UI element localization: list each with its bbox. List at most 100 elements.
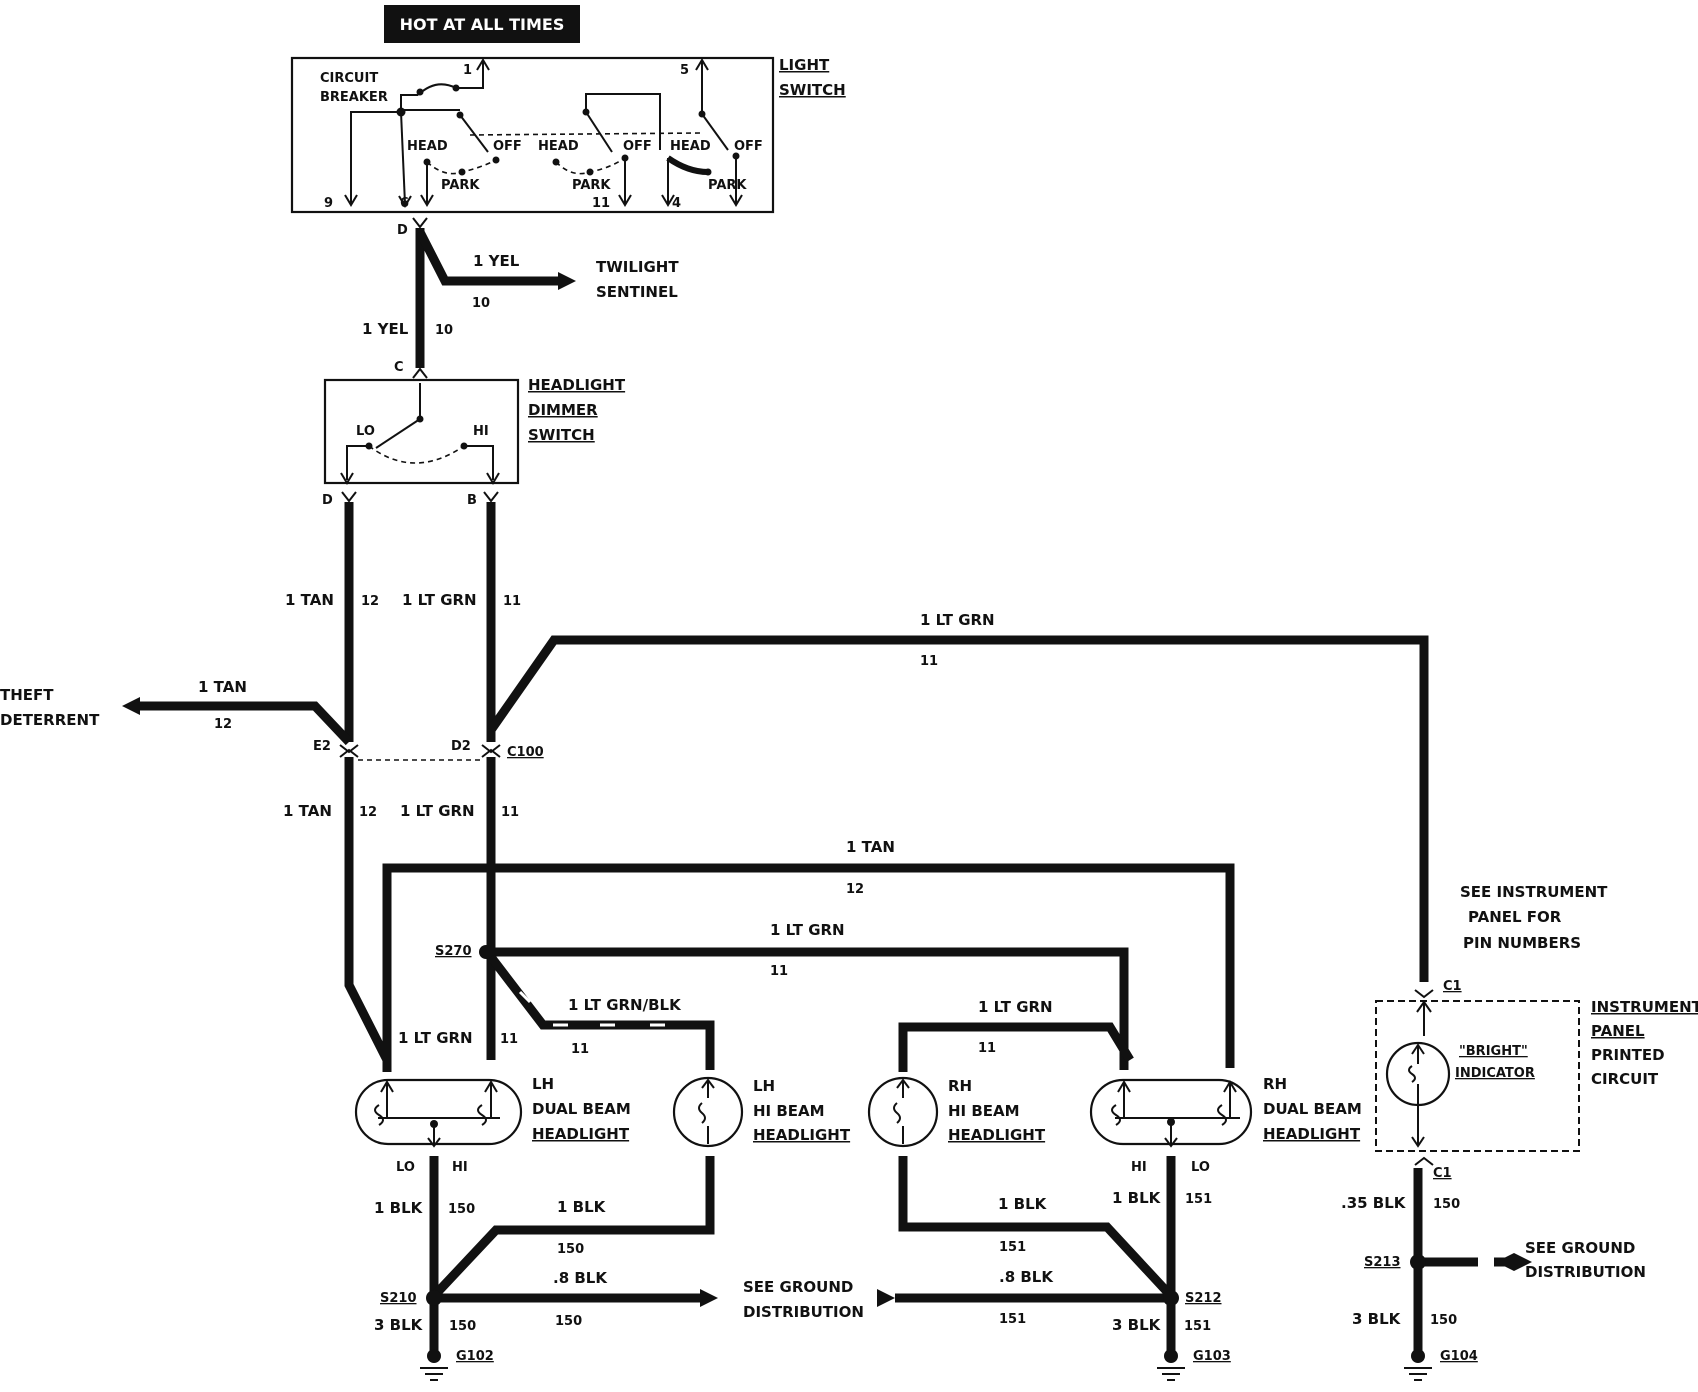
dimmer-lo-label: LO (356, 424, 375, 439)
dimmer-title-3: SWITCH (528, 426, 595, 444)
rh-hi-feed-circuit-label: 11 (978, 1041, 996, 1056)
feed-wires: 1 YEL 10 TWILIGHT SENTINEL 1 YEL 10 C (362, 228, 679, 379)
rh-hi-label-2: HI BEAM (948, 1102, 1020, 1120)
feed-wire-label: 1 YEL (362, 320, 409, 338)
twilight-circuit-label: 10 (472, 296, 490, 311)
s270-wire-label: 1 LT GRN (770, 921, 845, 939)
rh-dual-label-3: HEADLIGHT (1263, 1125, 1361, 1143)
twilight-sentinel-label-1: TWILIGHT (596, 258, 679, 276)
s213-splice (1410, 1254, 1426, 1270)
ip-g-circuit-label: 150 (1430, 1313, 1457, 1328)
ip-c1-bottom-label: C1 (1433, 1166, 1452, 1181)
lh-drop-wire-label: 1 LT GRN (398, 1029, 473, 1047)
instrument-note-1: SEE INSTRUMENT (1460, 883, 1608, 901)
park-label-2: PARK (572, 178, 611, 193)
light-switch-title-2: SWITCH (779, 81, 846, 99)
s212-label: S212 (1185, 1291, 1222, 1306)
top-route-wire-label: 1 LT GRN (920, 611, 995, 629)
theft-circuit-label: 12 (214, 717, 232, 732)
circuit-breaker-label-2: BREAKER (320, 90, 388, 105)
upper-grn-wire-label: 1 LT GRN (402, 591, 477, 609)
lh-hi-label-1: LH (753, 1077, 775, 1095)
right-gd-circuit-label: 151 (999, 1312, 1026, 1327)
right-g-circuit-label: 151 (1184, 1319, 1211, 1334)
rh-hi-beam-headlight: RH HI BEAM HEADLIGHT (867, 1076, 1046, 1148)
lh-dual-label-2: DUAL BEAM (532, 1100, 631, 1118)
lh-dual-hi-label: HI (452, 1160, 468, 1175)
grn-blk-wire-label: 1 LT GRN/BLK (568, 996, 682, 1014)
s212-splice (1163, 1290, 1179, 1306)
rh-dual-label-1: RH (1263, 1075, 1287, 1093)
right-blk-wire-label: 1 BLK (1112, 1189, 1162, 1207)
head-label-3: HEAD (670, 139, 711, 154)
rh-hi-label-3: HEADLIGHT (948, 1126, 1046, 1144)
left-g-circuit-label: 150 (449, 1319, 476, 1334)
feed-circuit-label: 10 (435, 323, 453, 338)
tan-route-wire-label: 1 TAN (846, 838, 895, 856)
ip-c1-top-label: C1 (1443, 979, 1462, 994)
upper-tan-wire-label: 1 TAN (285, 591, 334, 609)
rh-dual-label-2: DUAL BEAM (1263, 1100, 1362, 1118)
light-switch: CIRCUIT BREAKER 1 5 HEAD OFF PARK HEAD O… (290, 56, 846, 238)
dimmer-hi-label: HI (473, 424, 489, 439)
twilight-wire-label: 1 YEL (473, 252, 520, 270)
connector-c100: E2 D2 C100 (313, 739, 544, 761)
bright-indicator-label-1: "BRIGHT" (1459, 1044, 1528, 1059)
left-hi-wire-label: 1 BLK (557, 1198, 607, 1216)
bright-indicator-label-2: INDICATOR (1455, 1066, 1535, 1081)
rh-hi-label-1: RH (948, 1077, 972, 1095)
pin-1-label: 1 (463, 63, 472, 78)
right-hi-circuit-label: 151 (999, 1240, 1026, 1255)
ip-label-4: CIRCUIT (1591, 1070, 1659, 1088)
left-blk-wire-label: 1 BLK (374, 1199, 424, 1217)
tan-route-circuit-label: 12 (846, 882, 864, 897)
lh-dual-beam-headlight: LH DUAL BEAM HEADLIGHT LO HI (354, 1075, 631, 1175)
pin-9-label: 9 (324, 196, 333, 211)
ground-dist-right-label-1: SEE GROUND (1525, 1239, 1635, 1257)
dimmer-title-2: DIMMER (528, 401, 598, 419)
connector-d-label: D (397, 223, 408, 238)
left-blk-circuit-label: 150 (448, 1202, 475, 1217)
ip-ground-wire-label: .35 BLK (1341, 1194, 1407, 1212)
grn-blk-circuit-label: 11 (571, 1042, 589, 1057)
park-label-3: PARK (708, 178, 747, 193)
theft-deterrent: THEFT DETERRENT 1 TAN 12 (0, 678, 353, 746)
pin-11-label: 11 (592, 196, 610, 211)
right-ground-circuit: 1 BLK 151 1 BLK 151 S212 .8 BLK 151 3 BL… (877, 1156, 1231, 1381)
ground-dist-right-label-2: DISTRIBUTION (1525, 1263, 1646, 1281)
dimmer-conn-b-label: B (467, 493, 477, 508)
theft-label-2: DETERRENT (0, 711, 100, 729)
ground-dist-label-2: DISTRIBUTION (743, 1303, 864, 1321)
lh-drop-circuit-label: 11 (500, 1032, 518, 1047)
lower-wires: 1 TAN 12 1 LT GRN 11 1 TAN 12 S270 1 LT … (283, 757, 1235, 1072)
g102-label: G102 (456, 1349, 494, 1364)
c100-d2-label: D2 (451, 739, 471, 754)
pin-4-label: 4 (672, 196, 681, 211)
rh-dual-lo-label: LO (1191, 1160, 1210, 1175)
lh-hi-beam-headlight: LH HI BEAM HEADLIGHT (672, 1076, 851, 1148)
s213-label: S213 (1364, 1255, 1401, 1270)
ip-label-3: PRINTED (1591, 1046, 1665, 1064)
rh-hi-feed-wire-label: 1 LT GRN (978, 998, 1053, 1016)
park-label-1: PARK (441, 178, 480, 193)
theft-wire-label: 1 TAN (198, 678, 247, 696)
left-hi-circuit-label: 150 (557, 1242, 584, 1257)
c100-name-label: C100 (507, 745, 544, 760)
rh-dual-hi-label: HI (1131, 1160, 1147, 1175)
g103-label: G103 (1193, 1349, 1231, 1364)
connector-c-label: C (394, 360, 404, 375)
left-gd-circuit-label: 150 (555, 1314, 582, 1329)
instrument-note-2: PANEL FOR (1468, 908, 1562, 926)
right-blk-circuit-label: 151 (1185, 1192, 1212, 1207)
ip-ground-circuit-label: 150 (1433, 1197, 1460, 1212)
lh-dual-label-3: HEADLIGHT (532, 1125, 630, 1143)
lower-grn-wire-label: 1 LT GRN (400, 802, 475, 820)
off-label-1: OFF (493, 139, 522, 154)
connector-c-symbol (412, 367, 428, 379)
ground-dist-label-1: SEE GROUND (743, 1278, 853, 1296)
s270-circuit-label: 11 (770, 964, 788, 979)
lh-dual-label-1: LH (532, 1075, 554, 1093)
s210-label: S210 (380, 1291, 417, 1306)
off-label-2: OFF (623, 139, 652, 154)
